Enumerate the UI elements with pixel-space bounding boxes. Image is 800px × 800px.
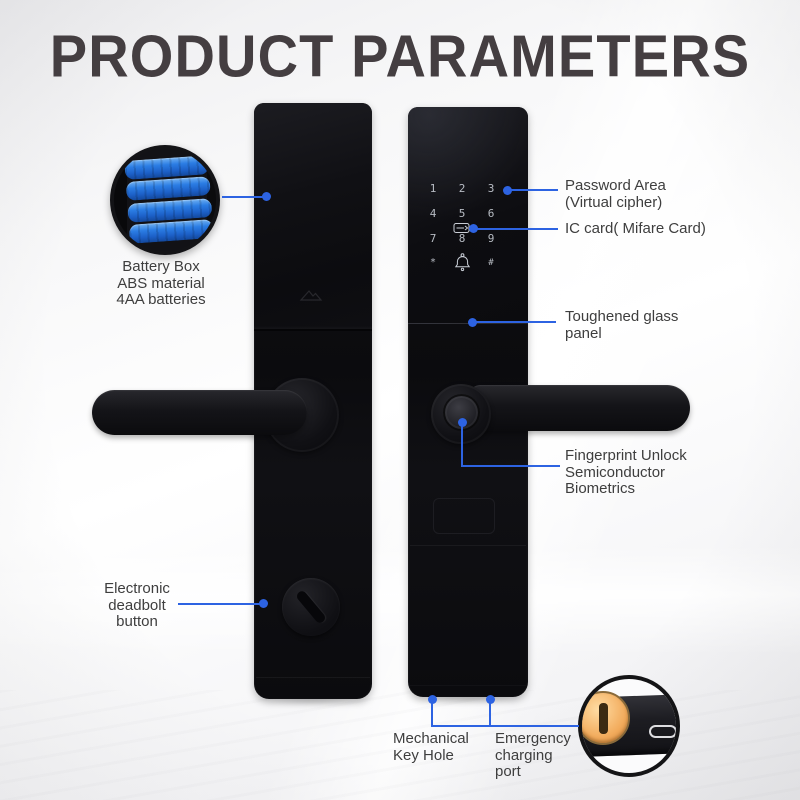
aa-battery	[125, 176, 211, 201]
keypad-key-star: *	[429, 257, 437, 268]
keyhole-slot	[599, 703, 608, 734]
glass-callout-dot	[468, 318, 477, 327]
panel-seam	[410, 545, 526, 546]
aa-battery	[124, 154, 210, 180]
keypad-key-hash: #	[488, 258, 494, 268]
password-label: Password Area (Virtual cipher)	[565, 177, 666, 211]
keypad-key-6: 6	[487, 207, 495, 220]
deadbolt-slot	[294, 589, 328, 625]
password-callout-dot	[503, 186, 512, 195]
charging-callout-line-v	[489, 700, 491, 727]
lock-bottom-inset	[578, 675, 680, 777]
keyhole-label: Mechanical Key Hole	[393, 730, 469, 764]
keypad-key-3: 3	[487, 182, 495, 195]
fingerprint-label: Fingerprint Unlock Semiconductor Biometr…	[565, 447, 687, 497]
ic-card-icon	[453, 223, 470, 233]
fingerprint-callout-dot	[458, 418, 467, 427]
glass-label: Toughened glass panel	[565, 308, 679, 342]
key-cylinder-icon	[582, 691, 630, 745]
card-reader-outline	[433, 498, 495, 534]
electronic-deadbolt-button	[282, 578, 340, 636]
battery-stack	[120, 152, 216, 247]
doorbell-icon	[454, 253, 471, 272]
keypad-key-2: 2	[458, 182, 466, 195]
battery-box-inset	[110, 145, 220, 255]
keypad-key-4: 4	[429, 207, 437, 220]
door-handle-back	[92, 390, 307, 435]
keyhole-callout-line-v	[431, 700, 433, 727]
panel-bottom-seam	[410, 685, 526, 686]
keypad-key-5: 5	[458, 207, 466, 220]
deadbolt-callout-dot	[259, 599, 268, 608]
battery-callout-dot	[262, 192, 271, 201]
mountain-triangle-logo-icon	[299, 290, 323, 301]
password-callout-line	[508, 189, 558, 191]
aa-battery	[127, 197, 213, 223]
keypad-key-1: 1	[429, 182, 437, 195]
ic-card-callout-dot	[469, 224, 478, 233]
battery-callout-line	[222, 196, 266, 198]
ic-card-label: IC card( Mifare Card)	[565, 220, 706, 237]
aa-battery	[128, 219, 214, 244]
page-title: PRODUCT PARAMETERS	[49, 23, 751, 90]
bottom-callout-line-h	[431, 725, 579, 727]
deadbolt-label: Electronic deadbolt button	[104, 580, 170, 630]
fingerprint-callout-line-v	[461, 423, 463, 467]
keypad-key-9: 9	[487, 232, 495, 245]
door-handle-front	[470, 385, 690, 431]
ic-card-callout-line	[474, 228, 558, 230]
keypad-key-7: 7	[429, 232, 437, 245]
charging-label: Emergency charging port	[495, 730, 571, 780]
glass-callout-line	[473, 321, 556, 323]
panel-seam	[256, 677, 370, 678]
battery-label: Battery Box ABS material 4AA batteries	[116, 258, 206, 308]
fingerprint-callout-line-h	[461, 465, 560, 467]
usb-c-port-icon	[649, 725, 676, 738]
